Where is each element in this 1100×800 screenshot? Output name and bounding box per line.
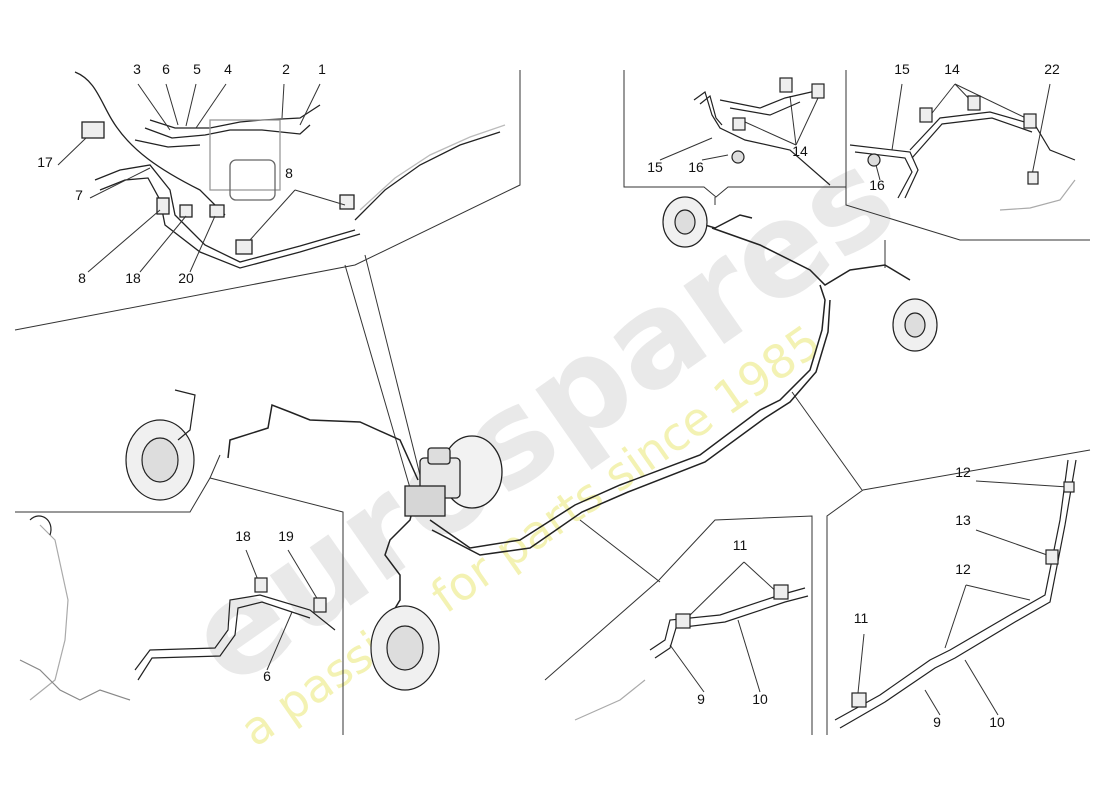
abs-line-4	[134, 139, 201, 148]
front-right-detail	[19, 515, 336, 701]
callout-c-9a: 9	[697, 691, 705, 707]
frame-top-left	[14, 70, 521, 331]
rear-left-detail	[693, 77, 831, 186]
frame-bottom-mid	[544, 515, 813, 735]
abs-line-3	[144, 124, 311, 139]
callout-c-15b: 15	[894, 61, 910, 77]
callout-c-16a: 16	[688, 159, 704, 175]
callout-c-19: 19	[278, 528, 294, 544]
abs-motor	[229, 159, 276, 201]
watermark-brand: eurospares	[161, 119, 922, 715]
clip-17	[81, 121, 105, 139]
front-left-caliper	[125, 389, 196, 501]
abs-line-8	[359, 124, 506, 211]
main-rear-line	[429, 284, 826, 549]
rear-left-disc	[662, 196, 708, 248]
callout-c-12a: 12	[955, 464, 971, 480]
callout-c-22: 22	[1044, 61, 1060, 77]
rear-right-disc	[892, 298, 938, 352]
callout-c-7: 7	[75, 187, 83, 203]
callout-c-15a: 15	[647, 159, 663, 175]
callout-c-3: 3	[133, 61, 141, 77]
leader-abs-2	[364, 254, 421, 476]
leader-mid-1	[579, 519, 661, 583]
underbody-detail-1	[574, 584, 809, 721]
callout-c-10b: 10	[989, 714, 1005, 730]
watermark: eurospares a passion for parts since 198…	[161, 119, 922, 757]
callout-c-4: 4	[224, 61, 232, 77]
leader-mid-2	[791, 391, 863, 491]
leader-front-left	[209, 454, 221, 479]
wheel-assemblies	[125, 196, 938, 691]
leader-abs	[344, 264, 411, 489]
callout-c-10a: 10	[752, 691, 768, 707]
abs-module	[404, 485, 446, 517]
callout-c-11a: 11	[733, 537, 748, 553]
frame-bottom-right	[826, 449, 1091, 735]
callout-c-5: 5	[193, 61, 201, 77]
callout-c-8b: 8	[78, 270, 86, 286]
frame-top-right	[845, 70, 1090, 241]
callout-c-11b: 11	[854, 610, 869, 626]
rear-right-detail	[849, 95, 1076, 211]
callout-c-6b: 6	[263, 668, 271, 684]
callout-c-13: 13	[955, 512, 971, 528]
callout-c-17: 17	[37, 154, 53, 170]
front-left-line	[227, 403, 419, 481]
abs-line-2	[149, 104, 321, 129]
abs-line-1	[74, 71, 226, 216]
clip-8	[235, 239, 253, 255]
abs-block	[209, 119, 281, 191]
abs-unit-detail	[74, 71, 506, 269]
abs-line-6	[99, 177, 361, 269]
clip-8b	[339, 194, 355, 210]
front-right-line	[384, 499, 416, 626]
callout-c-6: 6	[162, 61, 170, 77]
callout-leaders	[57, 83, 1069, 716]
callout-c-2: 2	[282, 61, 290, 77]
callout-c-18b: 18	[235, 528, 251, 544]
callout-c-16b: 16	[869, 177, 885, 193]
underbody-detail-2	[834, 459, 1077, 729]
callout-c-14b: 14	[944, 61, 960, 77]
abs-line-5	[94, 164, 356, 263]
callout-c-14a: 14	[792, 143, 808, 159]
callout-c-8a: 8	[285, 165, 293, 181]
callout-c-9b: 9	[933, 714, 941, 730]
callout-c-1: 1	[318, 61, 326, 77]
abs-line-7	[354, 131, 501, 221]
reservoir	[427, 447, 451, 465]
callout-c-18a: 18	[125, 270, 141, 286]
callout-c-20: 20	[178, 270, 194, 286]
front-right-caliper	[370, 605, 440, 691]
clip-20	[209, 204, 225, 218]
rear-cross-line	[711, 227, 911, 286]
clip-18	[179, 204, 193, 218]
main-rear-line-2	[431, 299, 831, 556]
panel-frames	[14, 70, 1091, 735]
brake-booster-assembly	[404, 435, 503, 517]
callout-c-12b: 12	[955, 561, 971, 577]
